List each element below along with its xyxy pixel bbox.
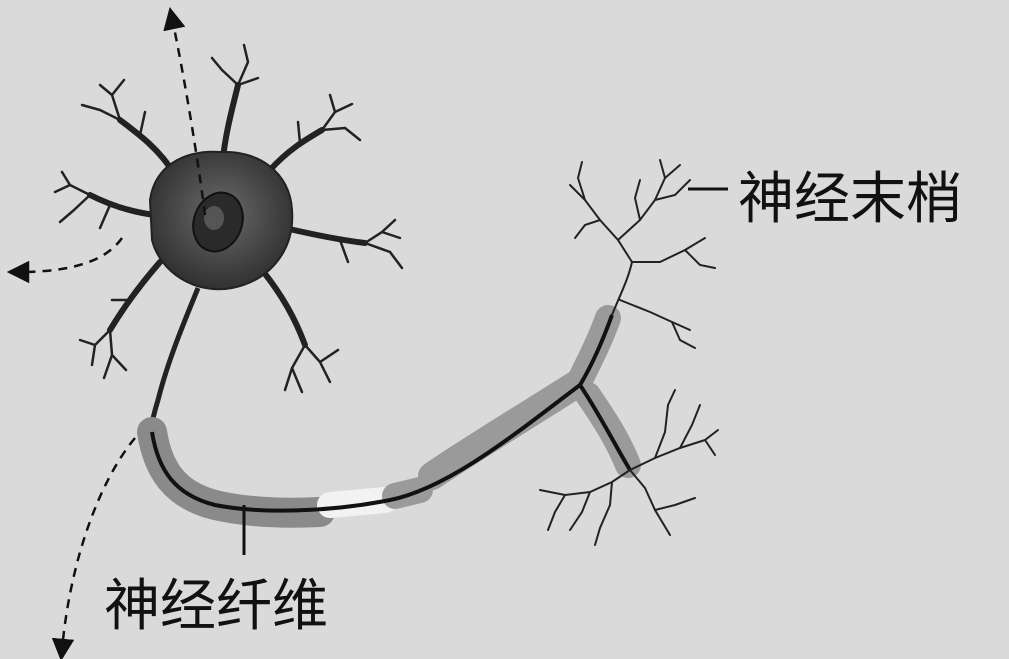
nerve-ending-label: 神经末梢 [738,167,962,232]
arrow-left [18,238,122,272]
nucleolus [204,206,224,230]
myelin-sheath [152,318,628,513]
nerve-fiber-label: 神经纤维 [104,574,328,639]
axon-initial-segment [151,288,198,440]
axon [152,315,612,511]
